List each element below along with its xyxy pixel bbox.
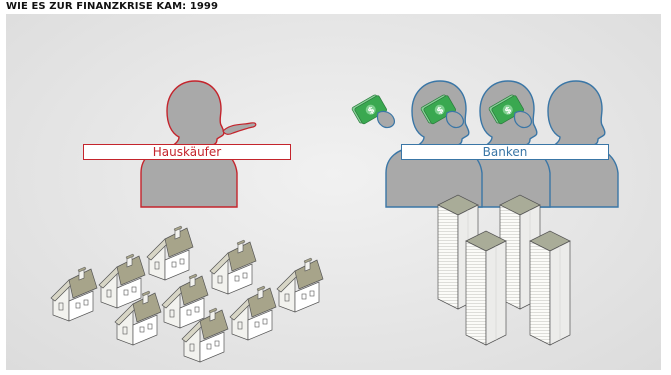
house-icon: [161, 273, 209, 329]
house-icon: [146, 225, 194, 281]
house-icon: [276, 257, 324, 313]
money-bills: [350, 92, 395, 129]
homebuyer-label: Hauskäufer: [83, 144, 291, 160]
house-icon: [98, 253, 146, 309]
skyscraper-icon: [529, 230, 571, 346]
homebuyer-figure: [140, 80, 257, 208]
banks-label: Banken: [401, 144, 609, 160]
house-icon: [209, 239, 257, 295]
illustration-canvas: $: [50, 80, 619, 363]
skyscraper-icon: [465, 230, 507, 346]
infographic-panel: $: [6, 14, 661, 370]
house-icon: [50, 266, 98, 322]
house-icon: [229, 285, 277, 341]
page-title: WIE ES ZUR FINANZKRISE KAM: 1999: [6, 1, 219, 12]
